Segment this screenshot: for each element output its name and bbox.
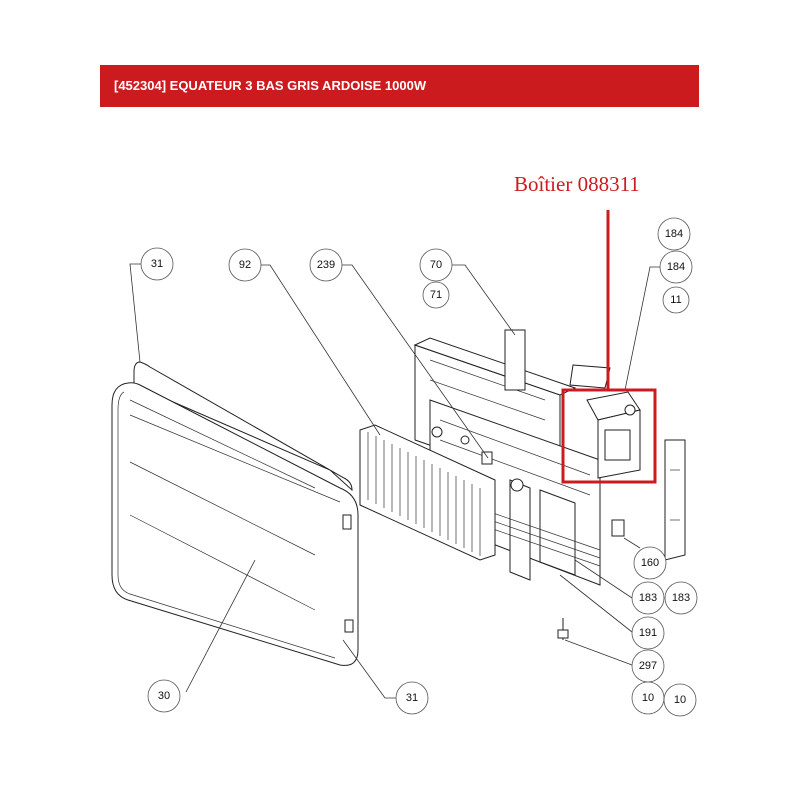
front-panel-rear-shell [133,361,353,492]
control-box [586,391,641,479]
callout-highlight [561,210,657,484]
heating-element [359,424,496,561]
svg-text:183: 183 [639,592,657,604]
part-bubble-183: 183 [664,581,698,615]
part-bubble-10: 10 [663,683,697,717]
rear-frame [429,399,601,586]
part-bubble-11: 11 [662,286,690,314]
part-bubble-92: 92 [228,248,262,282]
svg-text:184: 184 [665,228,683,240]
svg-text:184: 184 [667,261,685,273]
svg-text:10: 10 [674,694,686,706]
svg-text:92: 92 [239,259,251,271]
part-bubble-183: 183 [631,581,665,615]
svg-text:11: 11 [670,294,681,306]
svg-text:31: 31 [151,258,163,270]
part-bubble-297: 297 [631,649,665,683]
svg-text:160: 160 [641,557,659,569]
svg-text:239: 239 [317,259,335,271]
leader-lines [129,263,660,699]
page-title: [452304] EQUATEUR 3 BAS GRIS ARDOISE 100… [100,65,699,107]
svg-text:183: 183 [672,592,690,604]
part-bubble-10: 10 [631,681,665,715]
part-bubble-184: 184 [659,250,693,284]
svg-text:30: 30 [158,690,170,702]
svg-text:191: 191 [639,627,657,639]
svg-text:297: 297 [639,660,657,672]
component-160 [611,519,625,537]
svg-text:10: 10 [642,692,654,704]
part-bubble-31: 31 [395,681,429,715]
part-bubble-160: 160 [633,546,667,580]
part-bubble-30: 30 [147,679,181,713]
component-297 [557,618,569,640]
front-panel [111,382,359,666]
svg-text:71: 71 [430,289,442,301]
part-bubble-191: 191 [631,616,665,650]
svg-text:70: 70 [430,259,442,271]
part-bubble-31: 31 [140,247,174,281]
side-bracket [664,439,686,561]
part-bubble-71: 71 [422,281,450,309]
part-bubble-70: 70 [419,248,453,282]
svg-text:31: 31 [406,692,418,704]
part-bubble-184: 184 [657,217,691,251]
callout-label-boitier: Boîtier 088311 [514,172,640,196]
part-bubble-239: 239 [309,248,343,282]
